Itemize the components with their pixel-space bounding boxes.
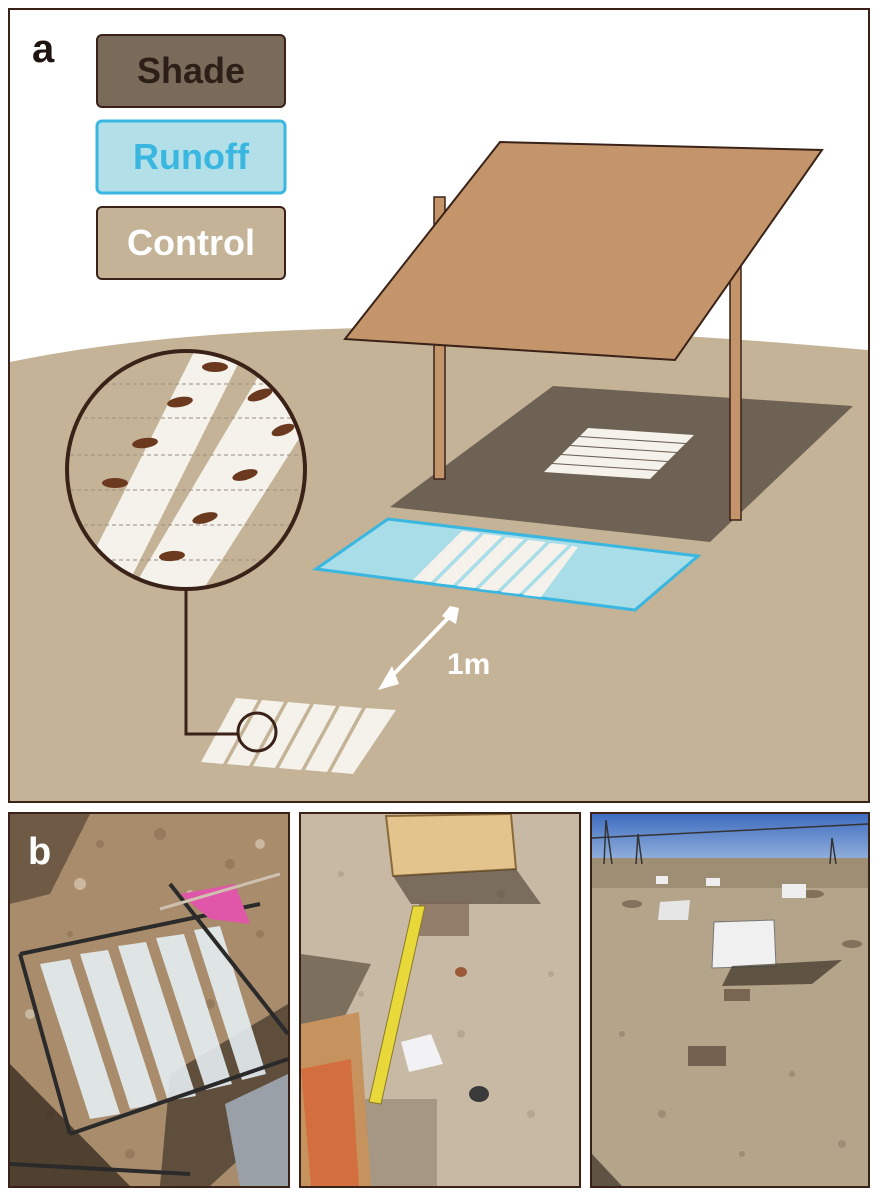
distance-label: 1m [447,648,490,681]
panel-b-label: b [28,832,51,872]
legend-shade-label: Shade [137,50,245,91]
legend: Shade Runoff Control [97,35,285,279]
panel-a-diagram: 1m [8,8,870,803]
legend-runoff-label: Runoff [133,136,250,177]
shade-roof [345,142,822,360]
legend-control-label: Control [127,222,255,263]
field-photo-plots-ruler [299,812,581,1188]
field-photo-seed-strips: b [8,812,290,1188]
experiment-diagram: 1m [10,10,868,801]
panel-a-label: a [32,27,55,71]
field-photo-landscape [590,812,870,1188]
